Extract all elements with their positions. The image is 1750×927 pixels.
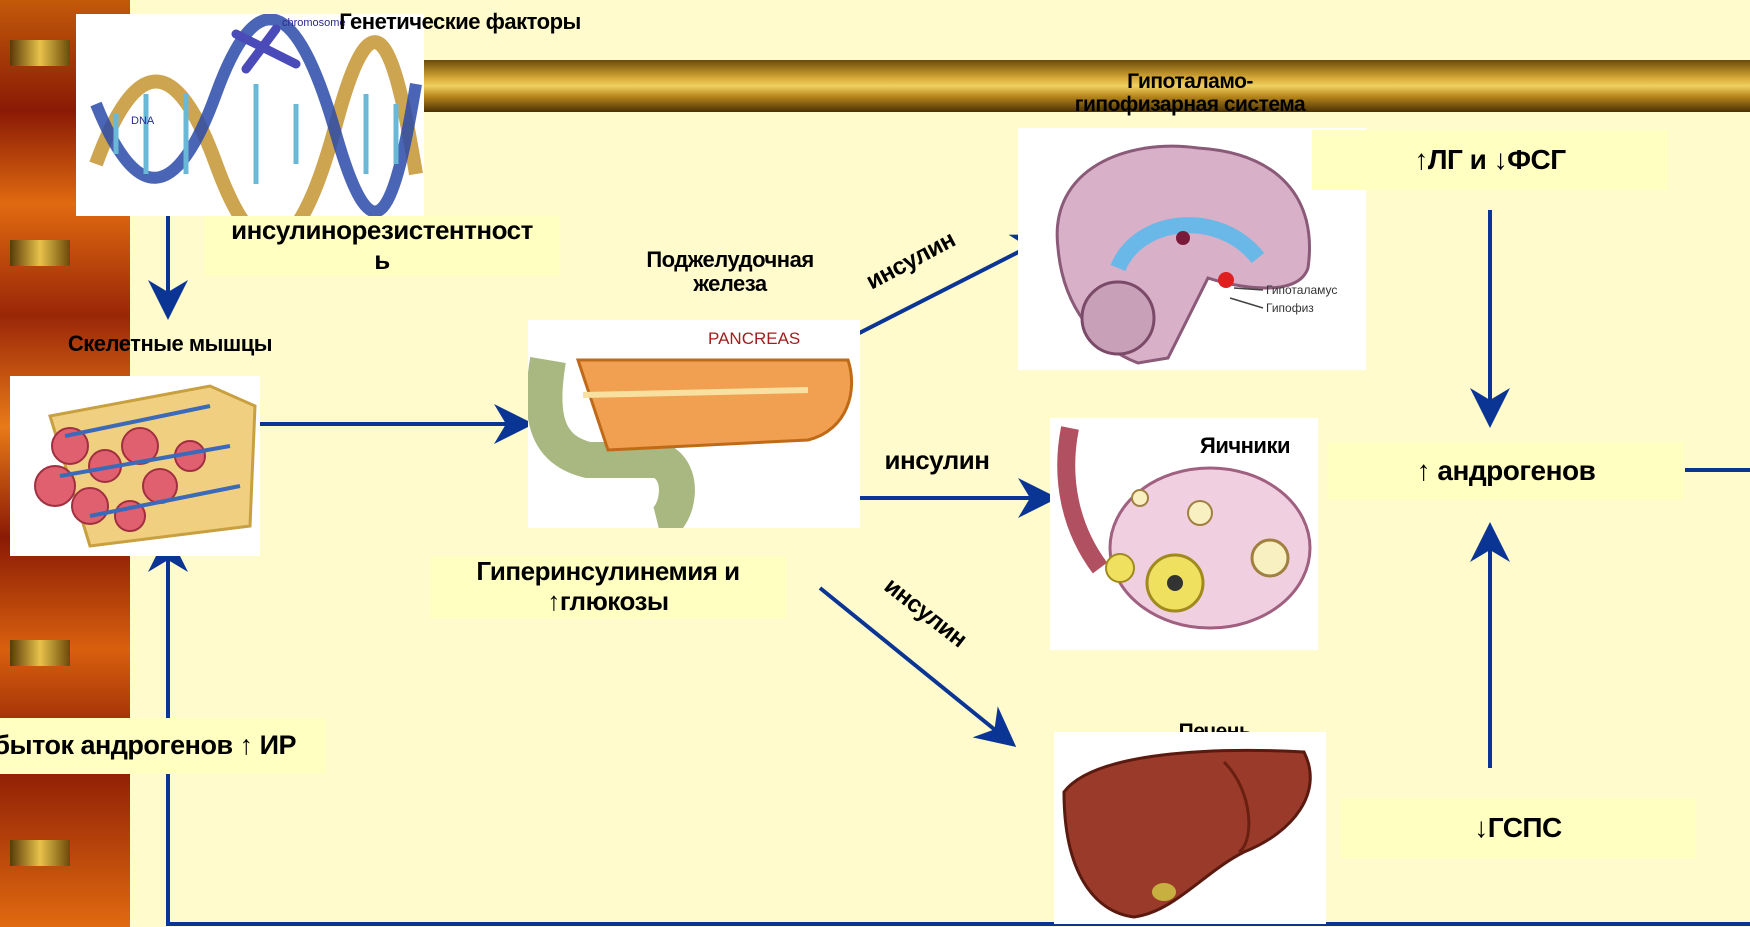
insulin-label-mid: инсулин [872,446,1002,475]
ovaries-label: Яичники [1180,434,1310,458]
skeletal-muscle-label: Скелетные мышцы [40,332,300,356]
hyperinsulinemia-line2: ↑глюкозы [547,587,668,617]
pancreas-image: PANCREAS [528,320,860,528]
dna-label: DNA [131,115,155,127]
pancreas-label: Поджелудочная железа [620,248,840,296]
genetic-factors-label: Генетические факторы [320,10,600,34]
hypothalamic-label-line2: гипофизарная система [1030,93,1350,116]
liver-image [1054,732,1326,924]
dna-image: chromosome DNA [76,14,424,216]
insulin-resistance-line1: инсулинорезистентност [231,216,533,246]
shbg-box: ↓ГСПС [1340,798,1696,858]
androgens-box: ↑ андрогенов [1328,442,1684,500]
brain-pituitary-label: Гипофиз [1266,301,1314,315]
hypothalamic-label: Гипоталамо- гипофизарная система [1030,70,1350,116]
lh-fsh-box: ↑ЛГ и ↓ФСГ [1312,130,1668,190]
pancreas-caption: PANCREAS [708,329,800,348]
hypothalamic-label-line1: Гипоталамо- [1030,70,1350,93]
insulin-resistance-line2: ь [374,246,389,276]
excess-androgens-box: Избыток андрогенов ↑ ИР [0,718,326,774]
excess-androgens-text: Избыток андрогенов ↑ ИР [0,730,296,761]
pancreas-label-line1: Поджелудочная [620,248,840,272]
hyperinsulinemia-line1: Гиперинсулинемия и [476,557,739,587]
insulin-resistance-box: инсулинорезистентност ь [204,216,560,276]
pancreas-label-line2: железа [620,272,840,296]
arrow-feedback-bottom [168,540,1750,924]
muscle-image [10,376,260,556]
hyperinsulinemia-box: Гиперинсулинемия и ↑глюкозы [430,556,786,618]
brain-hypothalamus-label: Гипоталамус [1266,283,1337,297]
